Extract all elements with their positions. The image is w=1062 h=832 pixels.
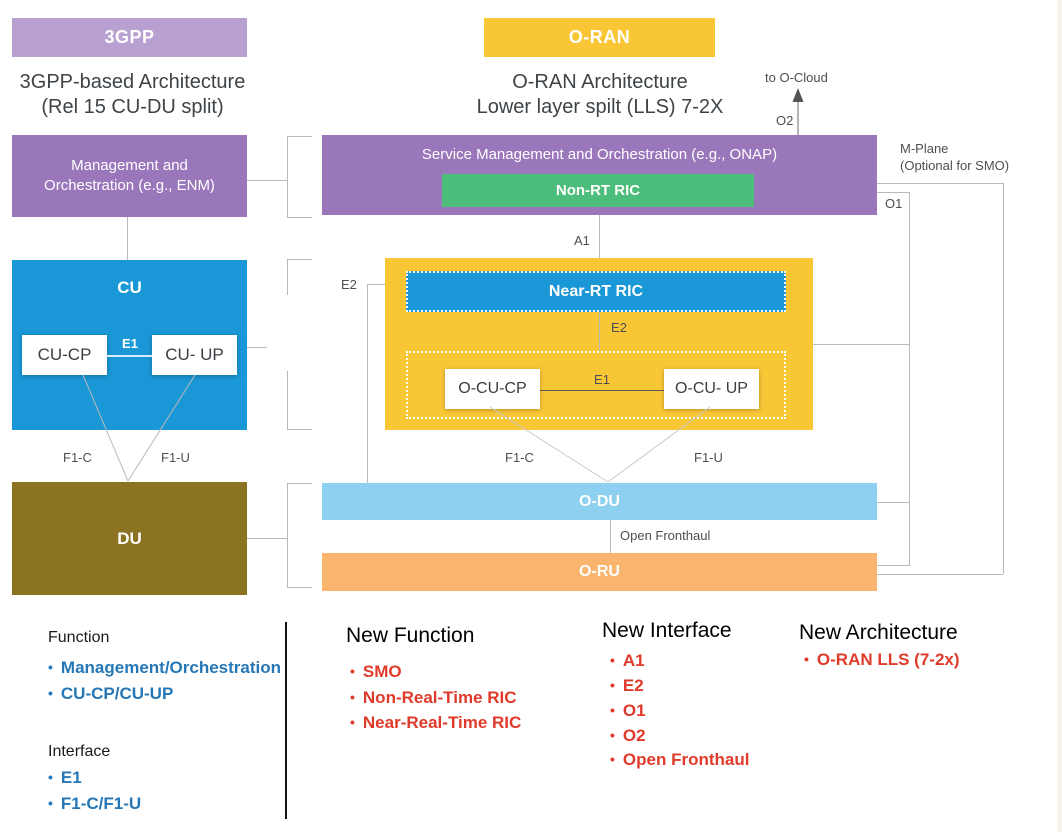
line-mplane-bottom [877, 574, 1003, 575]
legend-new-interface-item: O1 [610, 701, 646, 721]
line-a1 [599, 215, 600, 270]
legend-new-interface-item: A1 [610, 651, 645, 671]
o-cu-dotted-group: O-CU-CP O-CU- UP E1 [406, 351, 786, 419]
legend-new-function-item: Near-Real-Time RIC [350, 713, 521, 733]
o2-label: O2 [776, 113, 794, 128]
legend-new-function-title: New Function [346, 624, 475, 647]
o-cu-up-box: O-CU- UP [664, 369, 759, 409]
line-e1-cu [107, 355, 152, 357]
legend-new-interface-title: New Interface [602, 619, 732, 642]
management-orchestration-box: Management and Orchestration (e.g., ENM) [12, 135, 247, 217]
line-mplane-vertical [1003, 183, 1004, 574]
f1u-label-right: F1-U [694, 450, 723, 465]
o-du-box-title: O-DU [579, 492, 620, 510]
f1c-label-left: F1-C [63, 450, 92, 465]
line-e2-inner [599, 312, 600, 351]
o-ru-box: O-RU [322, 553, 877, 591]
header-3gpp: 3GPP [12, 18, 247, 57]
management-box-line2: Orchestration (e.g., ENM) [44, 177, 215, 194]
legend-new-architecture-title: New Architecture [799, 621, 958, 644]
e2-inner-label: E2 [611, 320, 627, 335]
m-plane-label-line2: (Optional for SMO) [900, 158, 1010, 173]
legend-function-item: CU-CP/CU-UP [48, 684, 173, 704]
legend-function-title: Function [48, 629, 110, 646]
bracket-du-bottom-tick [287, 587, 312, 588]
bracket-du-top-tick [287, 483, 312, 484]
line-e2-outer-horizontal [367, 284, 385, 285]
line-mgmt-to-cu [127, 217, 128, 260]
line-mgmt-to-smo [247, 180, 287, 181]
smo-box-label: Service Management and Orchestration (e.… [421, 146, 778, 163]
line-mplane-top [877, 183, 1003, 184]
m-plane-label-line1: M-Plane [900, 141, 949, 156]
bracket-cu-bottom-vertical [287, 371, 288, 429]
a1-label: A1 [574, 233, 590, 248]
legend-interface-item: F1-C/F1-U [48, 794, 141, 814]
cu-cp-box: CU-CP [22, 335, 107, 375]
left-title-line2: (Rel 15 CU-DU split) [41, 96, 224, 118]
bracket-du-vertical [287, 483, 288, 587]
bracket-cu-bottom-tick [287, 429, 312, 430]
near-rt-ric-box: Near-RT RIC [406, 271, 786, 312]
open-fronthaul-label: Open Fronthaul [620, 528, 711, 543]
legend-interface-title: Interface [48, 743, 111, 760]
bracket-smo-bottom-tick [287, 217, 312, 218]
bracket-smo-top-tick [287, 136, 312, 137]
legend-new-interface-item: E2 [610, 676, 644, 696]
right-edge-artifact [1057, 0, 1062, 832]
du-box-title: DU [117, 528, 142, 548]
o-ru-box-title: O-RU [579, 563, 620, 580]
legend-interface-item: E1 [48, 768, 82, 788]
right-title-line1: O-RAN Architecture [512, 71, 688, 93]
legend-divider [285, 622, 287, 819]
bracket-cu-top-tick [287, 259, 312, 260]
o-cu-cp-box: O-CU-CP [445, 369, 540, 409]
line-o1-vertical [909, 192, 910, 565]
bracket-cu-top-vertical [287, 259, 288, 295]
f1u-label-left: F1-U [161, 450, 190, 465]
line-du-to-bracket [247, 538, 287, 539]
right-title-line2: Lower layer spilt (LLS) 7-2X [476, 96, 724, 118]
right-architecture-title: O-RAN Architecture Lower layer spilt (LL… [445, 70, 755, 120]
legend-new-interface-item: O2 [610, 726, 646, 746]
to-ocloud-label: to O-Cloud [765, 70, 828, 85]
cu-box: CU CU-CP CU- UP E1 [12, 260, 247, 430]
non-rt-ric-box: Non-RT RIC [442, 174, 754, 207]
e2-outer-label: E2 [341, 277, 357, 292]
cu-up-box: CU- UP [152, 335, 237, 375]
left-architecture-title: 3GPP-based Architecture (Rel 15 CU-DU sp… [0, 70, 265, 120]
oran-cu-group-box: Near-RT RIC E2 O-CU-CP O-CU- UP E1 [385, 258, 813, 430]
bracket-smo-vertical [287, 136, 288, 218]
legend-new-interface-item: Open Fronthaul [610, 750, 750, 770]
legend-function-item: Management/Orchestration [48, 658, 281, 678]
management-box-line1: Management and [71, 157, 188, 174]
legend-new-function-item: SMO [350, 662, 402, 682]
legend-new-architecture-item: O-RAN LLS (7-2x) [804, 650, 960, 670]
line-open-fronthaul [610, 520, 611, 553]
line-e1-ocu [540, 390, 664, 391]
o1-label: O1 [885, 196, 903, 211]
line-o1-branch-oru [877, 565, 910, 566]
m-plane-label: M-Plane (Optional for SMO) [900, 140, 1009, 174]
e1-label-cu: E1 [122, 336, 138, 351]
line-o1-top [877, 192, 910, 193]
smo-box: Service Management and Orchestration (e.… [322, 135, 877, 215]
header-oran: O-RAN [484, 18, 715, 57]
cu-box-title: CU [117, 278, 142, 297]
line-e2-outer-vertical [367, 284, 368, 483]
line-o1-branch-odu [877, 502, 910, 503]
o-du-box: O-DU [322, 483, 877, 520]
o2-arrowhead-icon [792, 88, 804, 102]
du-box: DU [12, 482, 247, 595]
line-cu-stub [247, 347, 267, 348]
legend-new-function-item: Non-Real-Time RIC [350, 688, 517, 708]
e1-label-ocu: E1 [594, 372, 610, 387]
line-o1-branch-nearrt [813, 344, 910, 345]
left-title-line1: 3GPP-based Architecture [19, 71, 246, 93]
f1c-label-right: F1-C [505, 450, 534, 465]
